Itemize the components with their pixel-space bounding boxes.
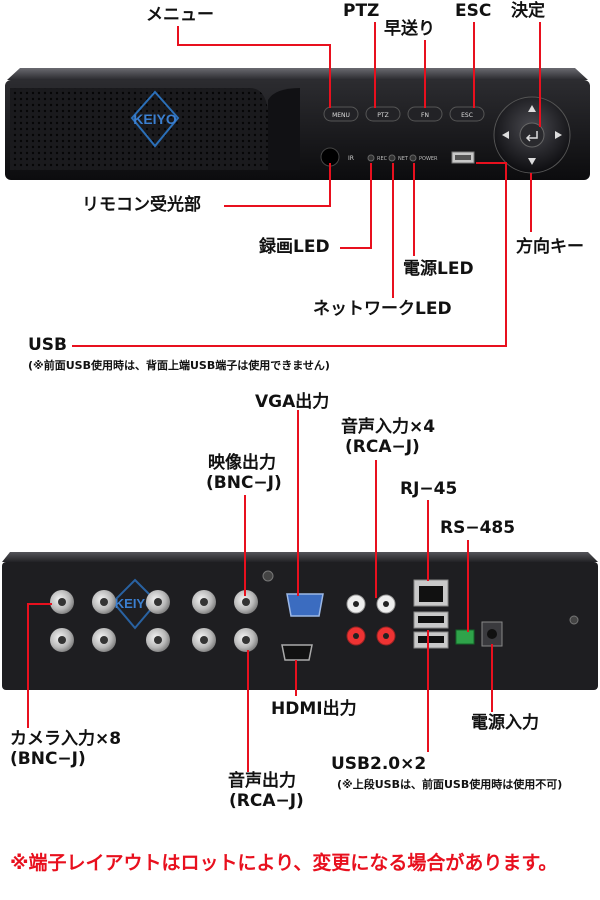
hdmi-port[interactable] [281,644,313,661]
menu-label: メニュー [146,5,214,25]
esc-button-label: ESC [461,112,473,119]
arrow-up-icon[interactable] [528,105,536,112]
audio-in-type: (RCA−J) [345,437,420,457]
net-led-label: NET [398,156,409,162]
usb20-label: USB2.0×2 [331,754,427,774]
arrow-down-icon[interactable] [528,158,536,165]
menu-leader [177,26,331,108]
keiyo-logo-front-text: KEIYO [133,111,177,127]
ptz-button[interactable] [365,106,401,122]
audio-out-label: 音声出力 [228,771,296,791]
fast-forward-label: 早送り [384,19,435,39]
esc-label: ESC [455,1,492,21]
video-out-type: (BNC−J) [206,473,282,493]
layout-warning: ※端子レイアウトはロットにより、変更になる場合があります。 [10,852,558,874]
arrow-right-icon[interactable] [555,131,562,139]
network-led-label: ネットワークLED [313,299,452,319]
menu-button-label: MENU [332,112,350,119]
rec-led-label: REC [377,156,388,162]
rs485-terminal[interactable] [455,629,475,645]
direction-key-label: 方向キー [516,237,584,257]
video-out-label: 映像出力 [208,453,276,473]
ptz-label: PTZ [343,1,380,21]
ptz-button-label: PTZ [377,112,388,119]
rec-led-label-text: 録画LED [259,237,330,257]
vga-port[interactable] [286,593,324,617]
enter-label: 決定 [511,1,545,21]
camera-in-label: カメラ入力×8 [10,729,122,749]
usb-label: USB [28,335,68,355]
ir-label: IR [348,155,354,162]
vga-out-label: VGA出力 [255,392,330,412]
usb20-note: (※上段USBは、前面USB使用時は使用不可) [337,778,563,791]
rec-led [367,154,375,162]
camera-in-type: (BNC−J) [10,749,86,769]
rj45-label: RJ−45 [400,479,458,499]
camera-bnc-inputs [50,590,216,652]
front-buttons: MENU PTZ FN ESC [323,106,485,122]
esc-button[interactable] [449,106,485,122]
screw [262,570,274,582]
camera-in-leader [27,603,52,728]
usb-leader [72,162,507,347]
power-led [409,154,417,162]
arrow-left-icon[interactable] [502,131,509,139]
power-led-label: POWER [419,156,438,162]
rs485-label: RS−485 [440,518,516,538]
enter-icon [525,131,538,142]
dvr-rear-panel: KEIYO [2,552,598,690]
net-led [388,154,396,162]
fn-button-label: FN [421,112,429,119]
power-led-label-text: 電源LED [403,259,474,279]
hdmi-out-label: HDMI出力 [271,699,357,719]
power-in-label: 電源入力 [471,713,539,733]
dvr-front-panel: KEIYO MENU PTZ FN ESC IR REC NET POWER [5,68,590,180]
ir-leader [224,163,331,207]
ir-receiver-label: リモコン受光部 [82,195,201,215]
enter-button[interactable] [519,122,545,148]
keiyo-logo-front [130,90,180,148]
audio-in-label: 音声入力×4 [341,417,436,437]
usb-note: (※前面USB使用時は、背面上端USB端子は使用できません) [28,359,330,372]
menu-button[interactable] [323,106,359,122]
audio-out-type: (RCA−J) [229,791,304,811]
keiyo-logo-rear-text: KEIYO [115,596,155,611]
rec-led-leader [340,163,372,249]
